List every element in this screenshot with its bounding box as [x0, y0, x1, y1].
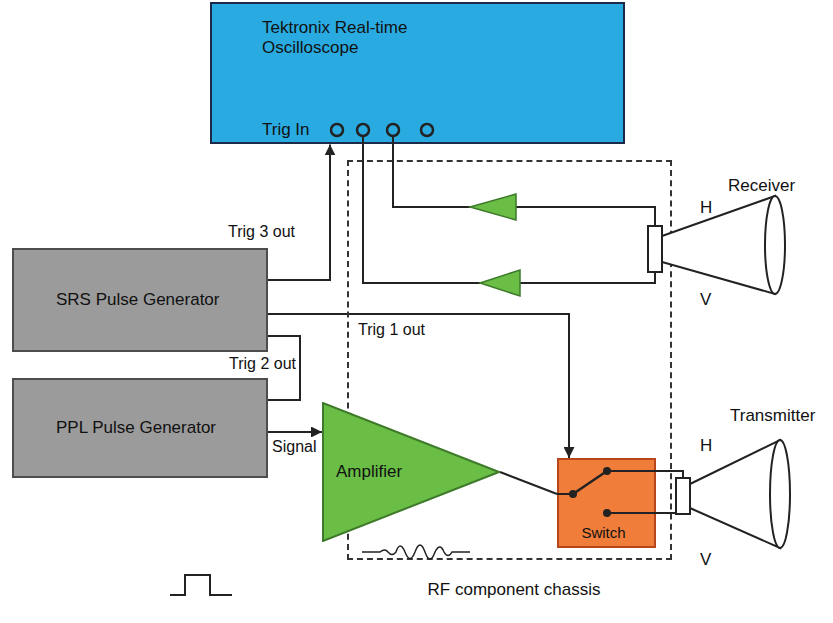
amplifier-outline [323, 403, 499, 541]
node-label: RF component chassis [419, 580, 609, 600]
transmitter-horn [676, 440, 790, 548]
transmitter-wire [607, 513, 683, 514]
polarization-label: H [698, 436, 714, 456]
pulse-generator-box: SRS Pulse Generator [12, 248, 268, 352]
receiver-wire [393, 136, 470, 207]
signal-connector [268, 314, 569, 458]
receiver-horn [648, 196, 785, 294]
pulse-generator-box: PPL Pulse Generator [12, 378, 268, 478]
receiver-wire [516, 207, 655, 226]
switch-box: Switch [557, 458, 656, 548]
switch-contact [603, 467, 611, 475]
oscilloscope-box: Tektronix Real-time OscilloscopeTrig In [210, 2, 625, 144]
scope-port [357, 124, 369, 136]
signal-label: Trig 1 out [356, 320, 427, 339]
node-label: Tektronix Real-time Oscilloscope [262, 18, 437, 59]
polarization-label: H [698, 198, 714, 218]
switch-blade [573, 473, 604, 494]
switch-wire [557, 493, 573, 495]
antenna-label: Transmitter [728, 406, 817, 426]
signal-connector [268, 431, 322, 433]
switch-pivot [569, 490, 577, 498]
polarization-label: V [698, 550, 713, 570]
port-label: Trig In [262, 120, 342, 140]
node-label: SRS Pulse Generator [56, 290, 256, 310]
node-label: Amplifier [336, 462, 436, 482]
signal-label: Trig 2 out [200, 354, 298, 373]
signal-label: Signal [270, 437, 318, 456]
receiver-amplifier [480, 270, 520, 296]
scope-port [331, 124, 343, 136]
antenna-label: Receiver [726, 176, 797, 196]
rf-wavelet-symbol [362, 545, 470, 559]
signal-connector [268, 144, 330, 280]
signal-label: Trig 3 out [226, 222, 297, 241]
node-label: PPL Pulse Generator [56, 418, 256, 438]
polarization-label: V [698, 290, 713, 310]
receiver-amplifier [470, 194, 516, 220]
square-pulse-symbol [170, 575, 232, 595]
receiver-wire [520, 272, 655, 283]
node-label: Switch [559, 524, 648, 542]
scope-port [387, 124, 399, 136]
transmitter-wire [607, 471, 683, 478]
receiver-wire [363, 136, 480, 283]
chassis-outline: RF component chassisAmplifierSwitch [347, 160, 672, 560]
scope-port [421, 124, 433, 136]
signal-connector [500, 472, 557, 494]
switch-contact [603, 509, 611, 517]
amplifier-triangle: Amplifier [322, 402, 500, 542]
